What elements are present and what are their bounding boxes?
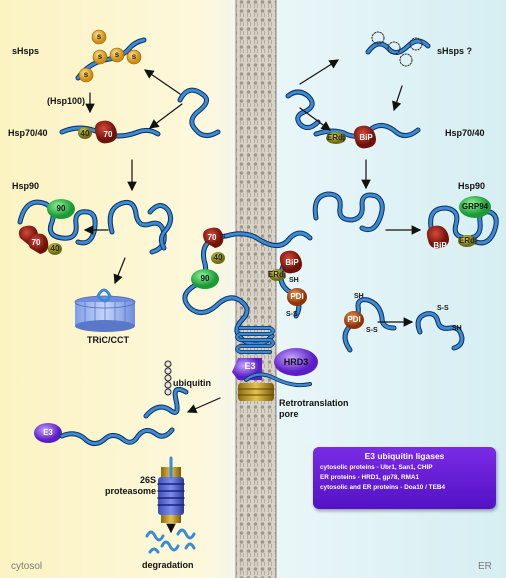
er-shsp-complex <box>365 31 431 67</box>
er-membrane <box>235 0 277 578</box>
er-pathway-arrows <box>299 59 422 327</box>
membrane-e3-chip: E3 <box>244 361 256 371</box>
cytosol-e3-substrate <box>34 423 175 446</box>
cytosol-hsp90-label: Hsp90 <box>12 181 40 191</box>
membrane-hsp90-chip: 90 <box>200 274 210 283</box>
er-sh-label-2: SH <box>452 325 462 332</box>
cytosol-shsp-label-5: s <box>83 70 89 79</box>
e3-ligase-legend: E3 ubiquitin ligases cytosolic proteins … <box>313 447 496 509</box>
proteasome-26s <box>157 456 185 523</box>
legend-line-er: ER proteins - HRD1, gp78, RMA1 <box>320 474 420 481</box>
membrane-hsp70-chip: 70 <box>207 233 217 242</box>
er-hsp90-label: Hsp90 <box>458 181 486 191</box>
er-shsps-label: sHsps ? <box>437 46 473 56</box>
er-pdi-substrate <box>342 297 397 353</box>
cytosol-compartment-label: cytosol <box>11 561 43 572</box>
membrane-erdj-chip: ERdj <box>267 270 287 279</box>
hsp70-chip-2: 70 <box>31 238 41 247</box>
tric-cct-chaperonin <box>74 288 136 332</box>
hsp40-chip: 40 <box>80 129 90 138</box>
er-erdj-chip: ERdj <box>326 133 346 142</box>
membrane-substrate-complex <box>182 227 313 347</box>
tric-cct-label: TRiC/CCT <box>87 335 129 345</box>
er-sh-label: SH <box>354 293 364 300</box>
ubiquitin-label: ubiquitin <box>173 378 211 388</box>
er-bip-chip-2: BiP <box>433 241 447 250</box>
legend-line-both: cytosolic and ER proteins - Doa10 / TEB4 <box>320 484 446 491</box>
degradation-peptides <box>145 528 196 554</box>
degradation-label: degradation <box>142 560 194 570</box>
hsp40-chip-2: 40 <box>50 244 60 253</box>
legend-title: E3 ubiquitin ligases <box>364 451 445 461</box>
membrane-hsp40-chip: 40 <box>213 253 223 262</box>
er-compartment-label: ER <box>478 561 492 572</box>
retrotranslation-pore-label: Retrotranslation pore <box>279 398 349 419</box>
er-unfolded-protein <box>285 89 321 130</box>
er-grp94-complex <box>426 196 499 249</box>
er-hsp70-40-label: Hsp70/40 <box>445 128 485 138</box>
er-erdj-chip-2: ERdj <box>458 236 478 245</box>
cytosol-hsp70-40-label: Hsp70/40 <box>8 128 48 138</box>
proteasome-label: 26S proteasome <box>105 475 157 496</box>
cytosol-hsp70-40-complex <box>59 120 161 144</box>
ubiquitinated-protein <box>143 360 189 419</box>
membrane-sh-label: SH <box>289 277 299 284</box>
er-ss-label: S-S <box>366 327 378 334</box>
hrd3-chip: HRD3 <box>283 357 309 367</box>
cytosol-shsp-label-4: s <box>97 52 103 61</box>
grp94-chip: GRP94 <box>461 202 489 211</box>
cytosol-shsp-label-2: s <box>114 50 120 59</box>
membrane-bip-chip: BiP <box>285 258 299 267</box>
translocating-polypeptide <box>235 326 275 354</box>
hsp100-label: (Hsp100) <box>47 96 86 106</box>
cytosol-unfolded-protein <box>177 87 221 138</box>
cytosol-e3-chip: E3 <box>43 428 53 437</box>
cytosol-hsp90-complex <box>17 199 98 255</box>
cytosol-shsp-label-3: s <box>131 52 137 61</box>
retrotranslocation-machinery <box>232 348 318 401</box>
er-bip-chip: BiP <box>359 133 373 142</box>
cytosol-shsps-label: sHsps <box>12 46 40 56</box>
membrane-ss-label: S-S <box>286 311 298 318</box>
hsp90-chip: 90 <box>56 204 66 213</box>
er-hsp70-40-complex <box>313 123 421 149</box>
er-pdi-chip: PDI <box>347 315 361 324</box>
hsp70-chip: 70 <box>103 130 113 139</box>
cytosol-folding-intermediate <box>107 199 174 255</box>
membrane-pdi-chip: PDI <box>290 292 304 301</box>
cytosol-pathway-arrows <box>83 69 221 534</box>
er-folded-protein <box>415 311 465 351</box>
er-ss-label-2: S-S <box>437 305 449 312</box>
cytosol-shsp-label-1: s <box>96 32 102 41</box>
legend-line-cytosolic: cytosolic proteins - Ubr1, San1, CHIP <box>320 464 433 471</box>
er-folding-intermediate <box>312 191 385 233</box>
cytosol-shsp-complex <box>75 29 147 83</box>
